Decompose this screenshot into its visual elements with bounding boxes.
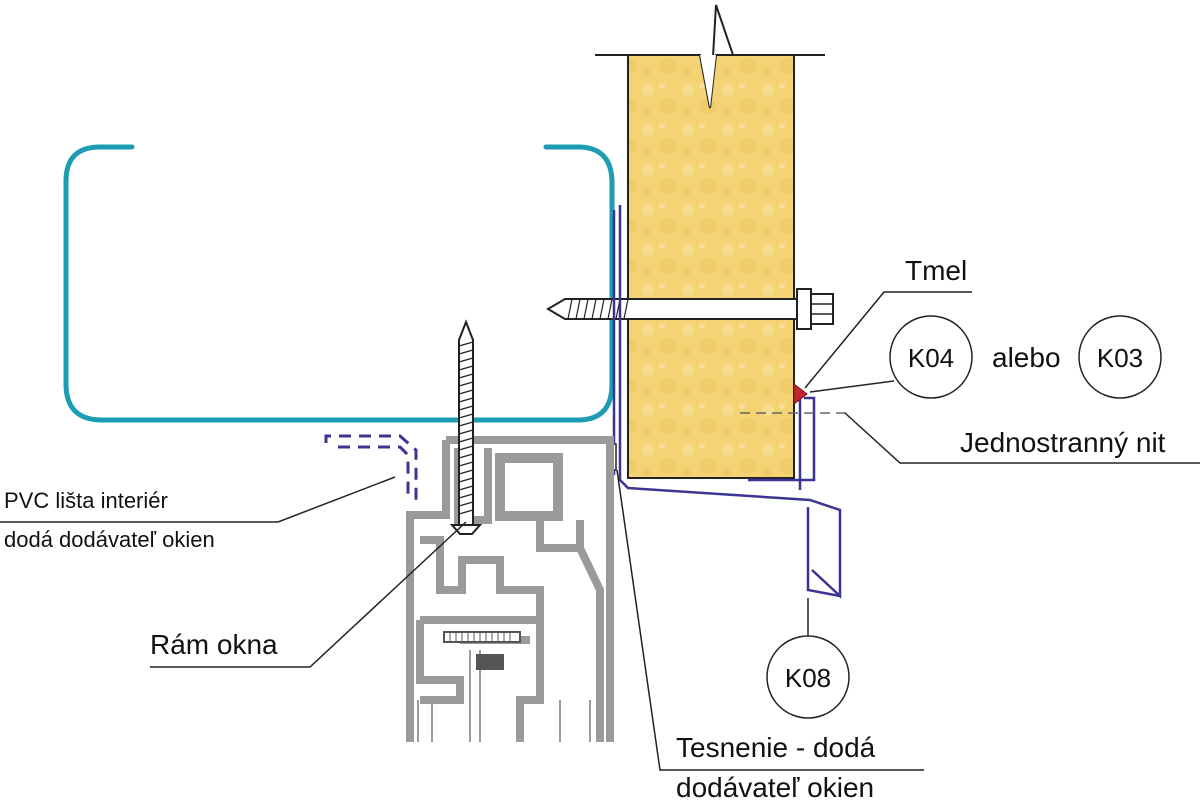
vertical-screw: [449, 319, 483, 535]
leader-lines: [0, 291, 1200, 771]
gutter-profile: [63, 144, 615, 423]
label-tmel: Tmel: [905, 255, 967, 286]
glazing-bead: [443, 631, 521, 670]
window-frame: [406, 436, 614, 742]
flashing-profile: [612, 205, 842, 599]
insulation-wall: [595, 4, 825, 479]
label-ram-okna: Rám okna: [150, 629, 278, 660]
label-alebo: alebo: [992, 342, 1061, 373]
horizontal-screw: [546, 288, 834, 330]
label-tesnenie-line2: dodávateľ okien: [676, 772, 874, 803]
label-pvc-line2: dodá dodávateľ okien: [4, 527, 215, 552]
pvc-strip-dashed: [324, 434, 418, 505]
code-k03-label: K03: [1097, 343, 1143, 373]
sealant-bead: [793, 382, 808, 406]
label-tesnenie-line1: Tesnenie - dodá: [676, 732, 876, 763]
code-k03: K03: [1078, 315, 1162, 399]
code-k04: K04: [889, 315, 973, 399]
label-jednostranny-nit: Jednostranný nit: [960, 427, 1166, 458]
code-k04-label: K04: [908, 343, 954, 373]
code-k08: K08: [766, 635, 850, 719]
code-k08-label: K08: [785, 663, 831, 693]
label-pvc-line1: PVC lišta interiér: [4, 488, 168, 513]
